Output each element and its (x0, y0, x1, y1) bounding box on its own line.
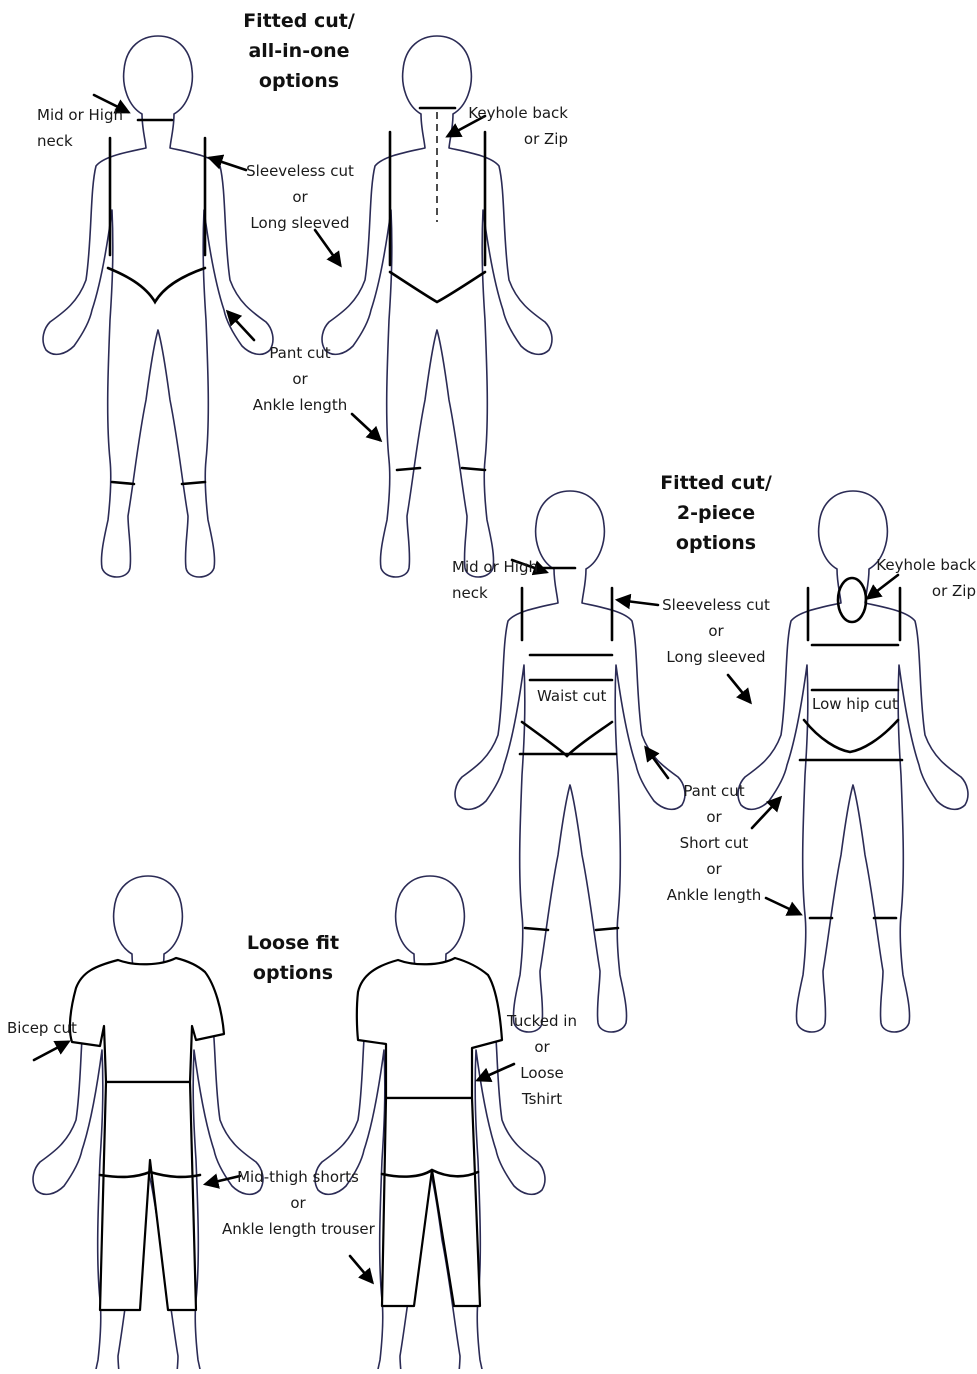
twopiece-title: Fitted cut/ 2-piece options (650, 468, 782, 558)
loose-bicep-label: Bicep cut (7, 1015, 77, 1041)
twopiece-waist-label: Waist cut (537, 683, 606, 709)
twopiece-neck-label: Mid or High neck (452, 554, 538, 606)
twopiece-hip-label: Low hip cut (812, 691, 898, 717)
trousers-front (100, 1082, 196, 1310)
allinone-leg-label: Pant cut or Ankle length (246, 340, 354, 418)
twopiece-sleeve-label: Sleeveless cut or Long sleeved (660, 592, 772, 670)
loose-front-figure (33, 876, 263, 1369)
twopiece-back-label: Keyhole back or Zip (868, 552, 976, 604)
allinone-neck-label: Mid or High neck (37, 102, 123, 154)
allinone-title: Fitted cut/ all-in-one options (228, 6, 370, 96)
allinone-back-label: Keyhole back or Zip (460, 100, 568, 152)
loose-tuck-label: Tucked in or Loose Tshirt (505, 1008, 579, 1112)
trousers-back (382, 1098, 480, 1306)
twopiece-leg-label: Pant cut or Short cut or Ankle length (664, 778, 764, 908)
loose-title: Loose fit options (234, 928, 352, 988)
loose-shorts-label: Mid-thigh shorts or Ankle length trouser (222, 1164, 374, 1242)
allinone-sleeve-label: Sleeveless cut or Long sleeved (244, 158, 356, 236)
